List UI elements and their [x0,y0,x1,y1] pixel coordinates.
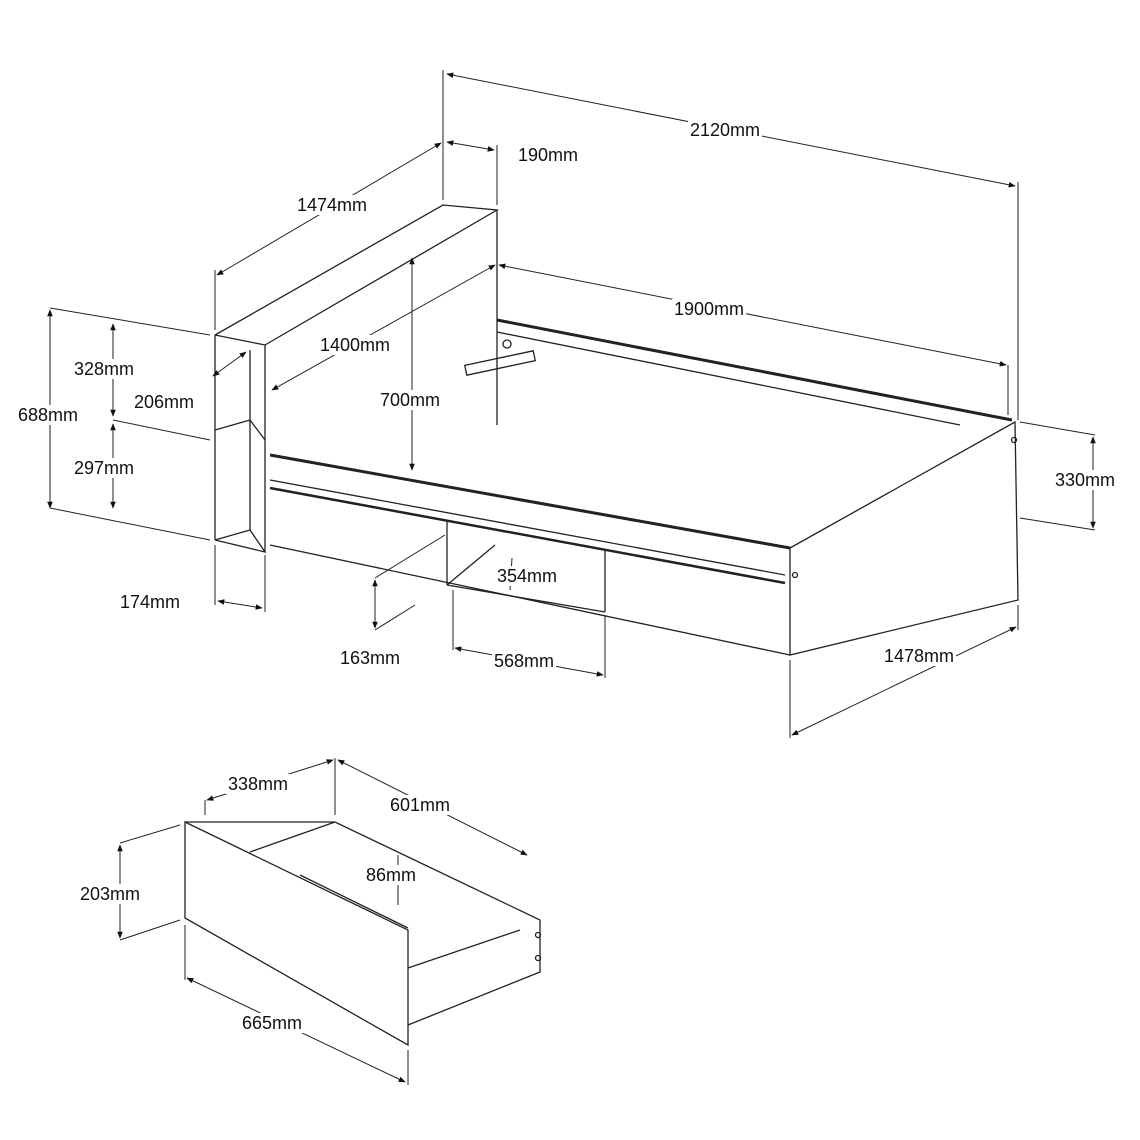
drawer-outline [184,820,542,1047]
headboard-depth-label: 190mm [516,145,581,165]
opening-width-label: 568mm [492,651,557,671]
frame-height-label: 330mm [1053,470,1118,490]
headboard-width-label: 1474mm [295,195,370,215]
dimension-lines [47,70,1096,1085]
headboard-height-label: 700mm [378,390,443,410]
drawer-height-label: 203mm [78,884,143,904]
opening-depth-label: 354mm [495,566,560,586]
drawer-depth-label: 338mm [226,774,291,794]
total-height-label: 688mm [16,405,81,425]
lower-shelf-label: 297mm [72,458,137,478]
mattress-length-label: 1900mm [672,299,747,319]
frame-width-label: 1478mm [882,646,957,666]
opening-height-label: 163mm [338,648,403,668]
mattress-width-label: 1400mm [318,335,393,355]
upper-shelf-label: 328mm [72,359,137,379]
shelf-depth-label: 206mm [132,392,197,412]
bed-outline [214,204,1019,656]
drawer-front-width-label: 665mm [240,1013,305,1033]
overall-length-label: 2120mm [688,120,763,140]
drawer-length-label: 601mm [388,795,453,815]
drawer-inner-height-label: 86mm [364,865,419,885]
shelf-width-label: 174mm [118,592,183,612]
